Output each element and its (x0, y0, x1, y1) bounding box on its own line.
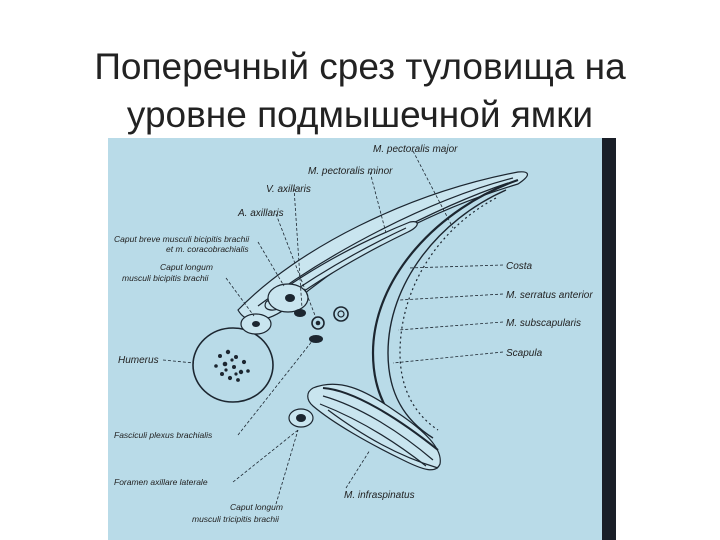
title-line-1: Поперечный срез туловища на (94, 45, 626, 87)
label-subscapularis: M. subscapularis (506, 318, 581, 329)
subscapularis-fiber (322, 395, 434, 461)
label-infraspinatus: M. infraspinatus (344, 490, 415, 501)
leader-a-axillaris (275, 213, 317, 319)
leader-pectoralis-major (412, 150, 454, 229)
labels: M. pectoralis major M. pectoralis minor … (114, 144, 593, 524)
figure-background (108, 138, 616, 540)
slide-title: Поперечный срез туловища на уровне подмы… (0, 43, 720, 139)
leader-caput-longum-biceps (225, 277, 255, 317)
label-caput-longum-biceps-1: Caput longum (160, 262, 213, 272)
leader-caput-breve (257, 241, 285, 287)
label-scapula: Scapula (506, 348, 543, 359)
vena-axillaris (294, 309, 306, 317)
axillary-vessel-ring (333, 306, 349, 322)
humerus-bone (192, 327, 274, 403)
label-caput-longum-biceps-2: musculi bicipitis brachii (122, 273, 210, 283)
brachial-plexus-fasciculus (309, 335, 323, 343)
arteria-axillaris (311, 316, 325, 330)
serratus-anterior-layer (399, 197, 497, 431)
subscapularis-fiber-2 (319, 403, 427, 467)
caput-breve-core (285, 294, 295, 302)
title-line-2: уровне подмышечной ямки (126, 93, 594, 135)
scapula-bone (322, 387, 439, 451)
label-humerus: Humerus (118, 355, 159, 366)
leader-serratus (399, 293, 504, 301)
label-caput-longum-triceps-2: musculi tricipitis brachii (192, 514, 280, 524)
leader-infraspinatus (345, 449, 371, 489)
arteria-axillaris-lumen (315, 320, 321, 326)
leader-humerus (162, 359, 195, 364)
axillary-vessel-ring-inner (337, 310, 345, 318)
label-fasciculi: Fasciculi plexus brachialis (114, 430, 213, 440)
scan-edge (602, 138, 616, 540)
label-a-axillaris: A. axillaris (237, 208, 284, 219)
humerus-marrow (214, 349, 250, 382)
leader-caput-longum-triceps (275, 429, 299, 505)
label-foramen: Foramen axillare laterale (114, 477, 208, 487)
leader-fasciculi (237, 339, 314, 436)
costa-inner (387, 189, 507, 439)
leader-lines (162, 150, 504, 505)
label-pectoralis-minor: M. pectoralis minor (308, 166, 393, 177)
infraspinatus-edge (327, 409, 439, 469)
leader-foramen (232, 429, 299, 483)
leader-scapula (392, 351, 504, 364)
caput-longum-biceps-core (252, 321, 260, 327)
cross-section-diagram: M. pectoralis major M. pectoralis minor … (108, 138, 616, 540)
label-v-axillaris: V. axillaris (266, 184, 311, 195)
leader-pectoralis-minor (369, 171, 387, 234)
anatomy-figure: M. pectoralis major M. pectoralis minor … (108, 138, 616, 540)
label-caput-breve-2: et m. coracobrachialis (166, 244, 249, 254)
label-serratus-anterior: M. serratus anterior (506, 290, 593, 301)
leader-v-axillaris (293, 187, 303, 309)
subscapularis-muscle (307, 383, 441, 471)
drawing (192, 171, 528, 471)
caput-longum-triceps-core (296, 414, 306, 422)
leader-subscapularis (397, 321, 504, 331)
label-caput-breve-1: Caput breve musculi bicipitis brachii (114, 234, 250, 244)
label-costa: Costa (506, 261, 533, 272)
label-caput-longum-triceps-1: Caput longum (230, 502, 283, 512)
leader-costa (407, 264, 504, 269)
label-pectoralis-major: M. pectoralis major (373, 144, 458, 155)
